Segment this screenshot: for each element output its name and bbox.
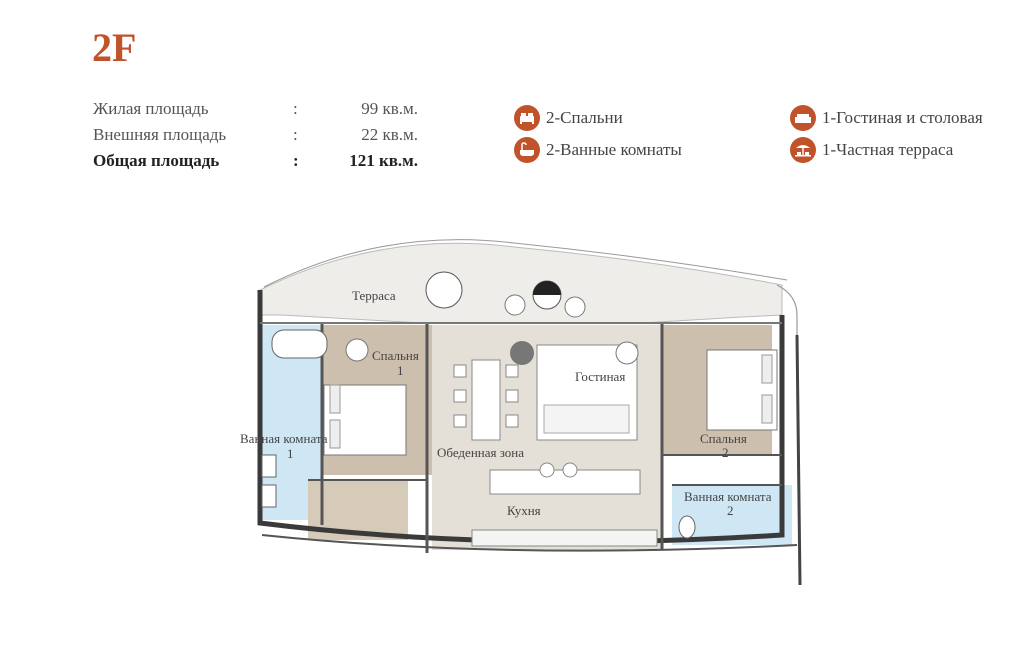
label-bedroom2: Спальня (700, 431, 747, 446)
bathtub-icon (514, 137, 540, 163)
area-colon: : (293, 99, 298, 118)
kitchen-counter (471, 529, 658, 547)
feature-label: 2-Спальни (546, 108, 623, 127)
label-living: Гостиная (575, 369, 625, 384)
terrace-railing (263, 239, 788, 288)
feature-terrace: 1-Частная терраса (790, 134, 983, 166)
area-colon: : (293, 151, 299, 170)
label-bath2-num: 2 (727, 503, 734, 518)
area-label: Жилая площадь (93, 99, 209, 118)
area-label: Внешняя площадь (93, 125, 227, 144)
dining-table (471, 359, 501, 441)
label-bath1-num: 1 (287, 446, 294, 461)
label-dining: Обеденная зона (437, 445, 524, 460)
label-bath2: Ванная комната (684, 489, 772, 504)
feature-list-2: 1-Гостиная и столовая 1-Частная терраса (790, 102, 983, 166)
armchair-2 (615, 341, 639, 365)
bed-icon (514, 105, 540, 131)
terrace-icon (790, 137, 816, 163)
terrace-table (425, 271, 463, 309)
right-column (795, 334, 802, 586)
sink-2 (261, 484, 277, 508)
label-bedroom1: Спальня (372, 348, 419, 363)
terrace-railing-right (776, 284, 798, 375)
label-terrace: Терраса (352, 288, 396, 303)
dining-lamp (510, 341, 534, 365)
feature-list-1: 2-Спальни 2-Ванные комнаты (514, 102, 682, 166)
area-value: 99 кв.м. (361, 99, 418, 118)
feature-label: 1-Гостиная и столовая (822, 108, 983, 127)
feature-bathrooms: 2-Ванные комнаты (514, 134, 682, 166)
bathtub (271, 329, 328, 359)
label-bedroom2-num: 2 (722, 445, 729, 460)
area-value: 121 кв.м. (349, 151, 418, 170)
area-row-living: Жилая площадь : 99 кв.м. (93, 96, 418, 122)
outer-wall-bottom (261, 534, 798, 552)
toilet-2 (678, 515, 696, 539)
area-colon: : (293, 125, 298, 144)
area-row-outdoor: Внешняя площадь : 22 кв.м. (93, 122, 418, 148)
area-label: Общая площадь (93, 151, 220, 170)
terrace-area (259, 242, 783, 324)
label-bath1: Ванная комната (240, 431, 328, 446)
label-bedroom1-num: 1 (397, 363, 404, 378)
area-value: 22 кв.м. (361, 125, 418, 144)
feature-label: 1-Частная терраса (822, 140, 954, 159)
floor-plan: Терраса Спальня 1 Ванная комната 1 Гости… (240, 239, 802, 586)
feature-bedrooms: 2-Спальни (514, 102, 682, 134)
area-table: Жилая площадь : 99 кв.м. Внешняя площадь… (93, 96, 418, 174)
label-kitchen: Кухня (507, 503, 541, 518)
feature-label: 2-Ванные комнаты (546, 140, 682, 159)
unit-title: 2F (92, 25, 137, 70)
feature-living-dining: 1-Гостиная и столовая (790, 102, 983, 134)
sink-1 (261, 454, 277, 478)
sofa-icon (790, 105, 816, 131)
area-row-total: Общая площадь : 121 кв.м. (93, 148, 418, 174)
armchair-1 (345, 338, 369, 362)
